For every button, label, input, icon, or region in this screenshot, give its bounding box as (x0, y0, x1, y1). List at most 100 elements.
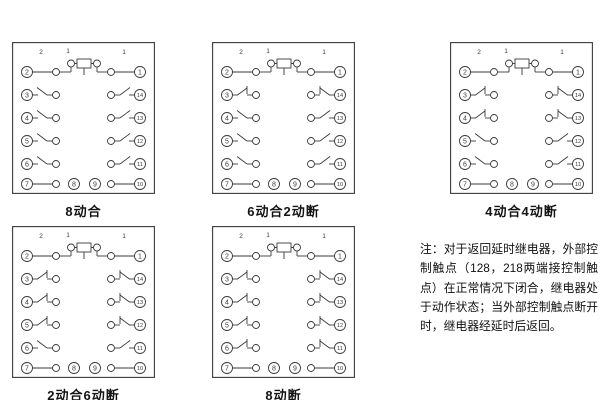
contact-point (107, 321, 115, 329)
terminal-circle (334, 178, 346, 190)
terminal-number: 12 (337, 139, 343, 145)
terminal-number: 6 (225, 162, 229, 169)
terminal-number: 9 (93, 366, 97, 373)
contact-point (252, 114, 260, 122)
terminal-superscript: 1 (66, 48, 70, 55)
contact-point (505, 59, 513, 68)
contact-point (67, 59, 75, 68)
diagram-caption: 4动合4动断 (485, 204, 558, 219)
terminal-number: 12 (575, 139, 581, 145)
diagram-border (212, 42, 355, 194)
terminal-circle (334, 66, 346, 78)
relay-coil (276, 58, 292, 69)
terminal-number: 3 (25, 93, 29, 100)
diagram-border (12, 42, 155, 194)
contact-point (307, 137, 315, 145)
terminal-superscript: 1 (66, 232, 70, 239)
terminal-number: 4 (25, 116, 29, 123)
terminal-number: 8 (272, 182, 276, 189)
terminal-superscript: 1 (266, 48, 270, 55)
contact-point (307, 275, 315, 283)
terminal-number: 13 (137, 300, 143, 306)
terminal-circle (334, 362, 346, 374)
terminal-number: 6 (25, 162, 29, 169)
terminal-number: 5 (25, 323, 29, 330)
terminal-number: 8 (72, 366, 76, 373)
terminal-number: 10 (137, 182, 143, 188)
terminal-number: 3 (25, 277, 29, 284)
terminal-number: 5 (463, 139, 467, 146)
contact-point (490, 180, 498, 188)
contact-point (52, 364, 60, 372)
contact-point (545, 180, 553, 188)
terminal-number: 10 (575, 182, 581, 188)
contact-point (107, 364, 115, 372)
note-text: 注：对于返回延时继电器，外部控制触点（128，218两端接控制触点）在正常情况下… (420, 242, 598, 334)
contact-point (52, 344, 60, 352)
terminal-number: 9 (531, 182, 535, 189)
terminal-number: 6 (463, 162, 467, 169)
relay-coil (76, 242, 92, 253)
terminal-number: 6 (25, 346, 29, 353)
terminal-circle (134, 362, 146, 374)
terminal-number: 5 (225, 139, 229, 146)
terminal-number: 2 (225, 70, 229, 77)
contact-point (307, 180, 315, 188)
terminal-number: 2 (225, 254, 229, 261)
terminal-superscript: 1 (122, 233, 126, 240)
terminal-number: 7 (225, 182, 229, 189)
terminal-number: 3 (225, 93, 229, 100)
terminal-number: 7 (225, 366, 229, 373)
contact-point (252, 68, 260, 76)
terminal-number: 11 (337, 346, 343, 352)
terminal-circle (134, 178, 146, 190)
terminal-number: 10 (137, 366, 143, 372)
terminal-number: 10 (337, 366, 343, 372)
terminal-number: 3 (225, 277, 229, 284)
diagram-border (212, 226, 355, 378)
terminal-number: 9 (293, 366, 297, 373)
terminal-superscript: 2 (239, 49, 243, 56)
terminal-number: 1 (138, 254, 142, 261)
terminal-circle (334, 250, 346, 262)
diagram-border (12, 226, 155, 378)
contact-point (52, 321, 60, 329)
contact-point (307, 68, 315, 76)
relay-coil (514, 58, 530, 69)
terminal-superscript: 2 (477, 49, 481, 56)
terminal-circle (134, 250, 146, 262)
contact-point (545, 114, 553, 122)
contact-point (307, 91, 315, 99)
contact-point (490, 91, 498, 99)
terminal-superscript: 2 (39, 233, 43, 240)
contact-point (52, 91, 60, 99)
terminal-circle (289, 362, 301, 374)
terminal-number: 6 (225, 346, 229, 353)
contact-point (307, 114, 315, 122)
terminal-number: 12 (137, 323, 143, 329)
terminal-number: 4 (225, 116, 229, 123)
terminal-number: 7 (25, 182, 29, 189)
terminal-number: 11 (137, 346, 143, 352)
contact-point (52, 68, 60, 76)
contact-point (252, 91, 260, 99)
contact-point (490, 137, 498, 145)
terminal-number: 1 (576, 70, 580, 77)
terminal-circle (572, 178, 584, 190)
terminal-number: 2 (25, 254, 29, 261)
relay-coil (76, 58, 92, 69)
terminal-superscript: 2 (239, 233, 243, 240)
terminal-number: 4 (225, 300, 229, 307)
terminal-number: 14 (137, 277, 143, 283)
contact-point (267, 243, 275, 252)
terminal-circle (134, 66, 146, 78)
contact-point (267, 59, 275, 68)
terminal-number: 12 (137, 139, 143, 145)
terminal-superscript: 2 (39, 49, 43, 56)
